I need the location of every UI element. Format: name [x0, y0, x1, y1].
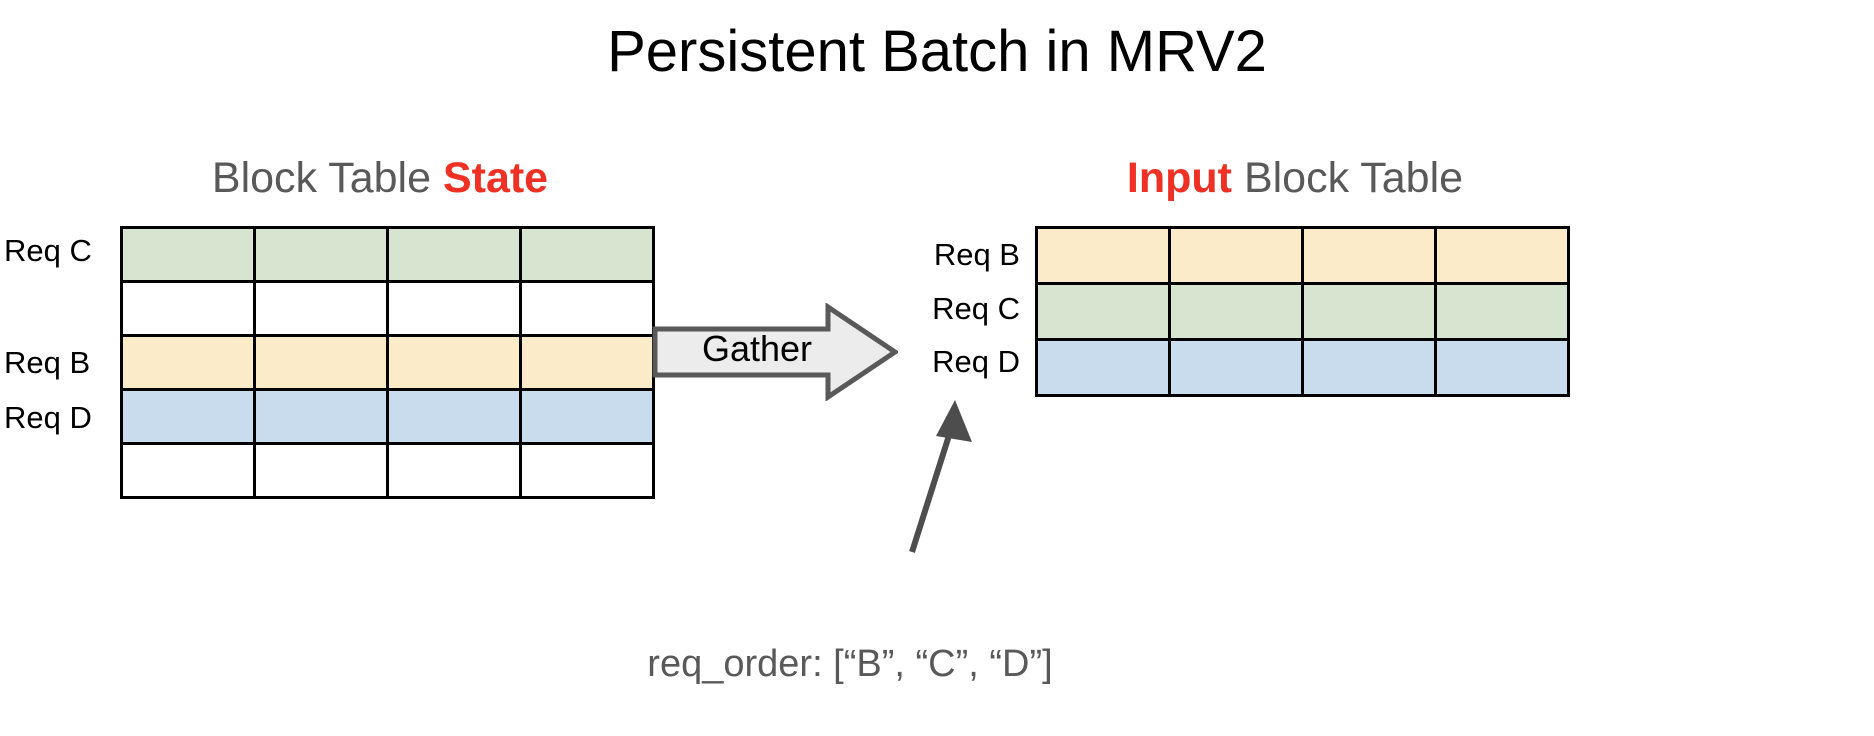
block-cell — [1168, 226, 1304, 285]
table-row — [1035, 282, 1570, 341]
block-cell — [519, 226, 655, 283]
row-label-state-req-d: Req D — [4, 400, 92, 435]
block-cell — [120, 280, 256, 337]
left-heading-accent: State — [442, 154, 549, 202]
left-heading-prefix: Block Table — [211, 154, 443, 202]
block-cell — [519, 280, 655, 337]
block-cell — [386, 226, 522, 283]
table-row — [120, 388, 655, 445]
block-cell — [120, 442, 256, 499]
block-cell — [1434, 226, 1570, 285]
block-cell — [386, 334, 522, 391]
block-cell — [253, 226, 389, 283]
block-cell — [1301, 338, 1437, 397]
block-cell — [120, 388, 256, 445]
row-label-state-req-b: Req B — [4, 345, 91, 380]
block-cell — [1035, 338, 1171, 397]
block-cell — [1434, 338, 1570, 397]
block-cell — [1301, 282, 1437, 341]
block-cell — [253, 442, 389, 499]
table-row — [120, 442, 655, 499]
block-table-input — [1035, 226, 1570, 397]
table-row — [1035, 338, 1570, 397]
right-panel-heading: Input Block Table — [1035, 152, 1555, 204]
table-row — [120, 280, 655, 337]
table-row — [120, 334, 655, 391]
block-cell — [386, 280, 522, 337]
left-panel-heading: Block Table State — [120, 152, 640, 204]
block-cell — [253, 388, 389, 445]
block-cell — [120, 226, 256, 283]
block-cell — [253, 280, 389, 337]
block-cell — [1035, 282, 1171, 341]
row-label-input-req-d: Req D — [932, 344, 1020, 379]
block-table-state — [120, 226, 655, 499]
block-cell — [1168, 282, 1304, 341]
row-label-state-req-c: Req C — [4, 233, 92, 268]
gather-block-arrow-icon — [652, 303, 898, 401]
req-order-caption: req_order: [“B”, “C”, “D”] — [647, 643, 1053, 685]
block-cell — [253, 334, 389, 391]
block-cell — [519, 442, 655, 499]
block-cell — [386, 388, 522, 445]
right-heading-accent: Input — [1126, 154, 1232, 202]
req-order-pointer-arrow-icon — [909, 400, 972, 553]
block-cell — [1168, 338, 1304, 397]
page-title: Persistent Batch in MRV2 — [607, 19, 1267, 84]
block-cell — [519, 334, 655, 391]
table-row — [1035, 226, 1570, 285]
row-label-input-req-b: Req B — [933, 237, 1020, 272]
block-cell — [1035, 226, 1171, 285]
block-cell — [1301, 226, 1437, 285]
block-cell — [519, 388, 655, 445]
block-cell — [120, 334, 256, 391]
block-cell — [386, 442, 522, 499]
row-label-input-req-c: Req C — [932, 291, 1020, 326]
right-heading-suffix: Block Table — [1232, 154, 1464, 202]
table-row — [120, 226, 655, 283]
block-cell — [1434, 282, 1570, 341]
